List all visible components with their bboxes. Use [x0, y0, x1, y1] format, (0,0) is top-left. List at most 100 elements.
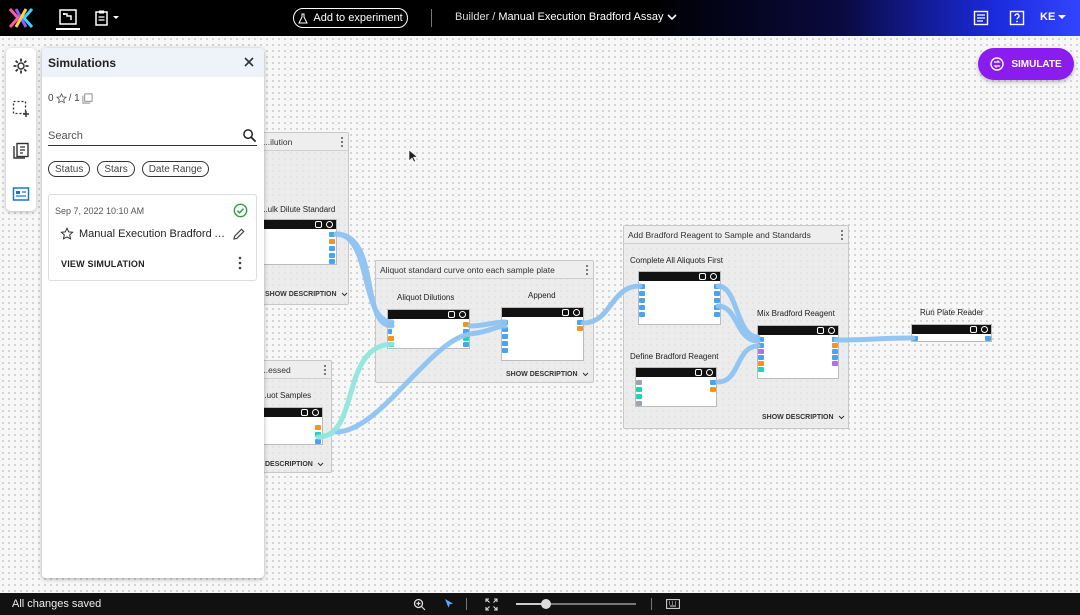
more-vert-icon[interactable] [340, 136, 344, 148]
info-icon[interactable] [312, 409, 319, 416]
breadcrumb-current[interactable]: Manual Execution Bradford Assay [498, 11, 664, 23]
builder-nav-icon[interactable] [56, 6, 80, 30]
output-port[interactable] [329, 239, 335, 244]
group-aliquot-standard-curve[interactable]: Aliquot standard curve onto each sample … [375, 260, 594, 383]
output-port[interactable] [315, 425, 321, 430]
info-icon[interactable] [981, 326, 988, 333]
input-port[interactable] [502, 348, 508, 353]
input-port[interactable] [758, 337, 764, 342]
simulation-card[interactable]: Sep 7, 2022 10:10 AM Manual Execution Br… [48, 194, 257, 281]
input-port[interactable] [758, 361, 764, 366]
output-port[interactable] [710, 387, 716, 392]
info-icon[interactable] [573, 309, 580, 316]
input-port[interactable] [758, 355, 764, 360]
input-port[interactable] [502, 327, 508, 332]
input-port[interactable] [639, 305, 645, 310]
output-port[interactable] [714, 291, 720, 296]
output-port[interactable] [329, 253, 335, 258]
input-port[interactable] [639, 291, 645, 296]
notes-icon[interactable] [972, 9, 990, 27]
output-port[interactable] [714, 298, 720, 303]
node-mix-bradford-reagent[interactable] [757, 325, 839, 379]
zoom-in-icon[interactable] [412, 597, 426, 611]
app-logo-icon[interactable] [8, 6, 34, 30]
info-icon[interactable] [459, 311, 466, 318]
input-port[interactable] [388, 329, 392, 334]
star-icon[interactable] [60, 227, 74, 241]
node-aliquot-dilutions[interactable] [387, 309, 470, 349]
group-add-bradford-reagent[interactable]: Add Bradford Reagent to Sample and Stand… [623, 225, 849, 429]
info-icon[interactable] [326, 221, 333, 228]
chevron-down-icon[interactable] [666, 12, 678, 22]
output-port[interactable] [315, 432, 321, 437]
info-icon[interactable] [710, 273, 717, 280]
more-vert-icon[interactable] [585, 264, 589, 276]
input-port[interactable] [388, 336, 394, 341]
output-port[interactable] [714, 284, 720, 289]
input-port[interactable] [636, 387, 642, 392]
node-run-plate-reader[interactable] [911, 324, 992, 342]
close-icon[interactable] [242, 55, 256, 69]
edit-pencil-icon[interactable] [232, 227, 246, 241]
open-icon[interactable] [301, 409, 308, 416]
output-port[interactable] [577, 326, 583, 331]
open-icon[interactable] [699, 273, 706, 280]
simulate-button[interactable]: SIMULATE [978, 48, 1074, 80]
input-port[interactable] [636, 380, 642, 385]
input-port[interactable] [502, 341, 508, 346]
user-menu[interactable]: KE [1040, 11, 1067, 23]
search-icon[interactable] [242, 128, 257, 143]
input-port[interactable] [502, 334, 508, 339]
output-port[interactable] [577, 320, 583, 325]
input-port[interactable] [502, 320, 508, 325]
input-port[interactable] [636, 401, 642, 406]
more-vert-icon[interactable] [323, 364, 327, 376]
open-icon[interactable] [448, 311, 455, 318]
node-append[interactable] [501, 307, 584, 361]
node-aliquot-samples[interactable] [257, 407, 323, 445]
output-port[interactable] [315, 439, 321, 444]
output-port[interactable] [463, 329, 469, 334]
help-icon[interactable] [1008, 9, 1026, 27]
info-icon[interactable] [706, 369, 713, 376]
output-port[interactable] [985, 336, 991, 341]
input-port[interactable] [636, 394, 642, 399]
output-port[interactable] [832, 361, 838, 366]
input-port[interactable] [758, 367, 764, 372]
node-bulk-dilute-standard[interactable] [257, 219, 337, 265]
filter-chip-status[interactable]: Status [48, 161, 91, 177]
output-port[interactable] [463, 322, 469, 327]
view-simulation-button[interactable]: VIEW SIMULATION [61, 259, 145, 269]
pointer-tool-icon[interactable] [442, 597, 456, 611]
input-port[interactable] [639, 298, 645, 303]
input-port[interactable] [758, 343, 764, 348]
show-description-toggle[interactable]: DESCRIPTION [265, 461, 324, 468]
output-port[interactable] [329, 232, 335, 237]
input-port[interactable] [912, 336, 918, 341]
input-port[interactable] [758, 349, 764, 354]
simulations-panel-icon[interactable] [11, 184, 31, 204]
breadcrumb-root[interactable]: Builder / [455, 11, 496, 23]
info-icon[interactable] [828, 327, 835, 334]
zoom-slider-thumb[interactable] [541, 599, 551, 609]
add-selection-icon[interactable] [11, 99, 31, 119]
search-input[interactable] [48, 128, 233, 144]
open-icon[interactable] [695, 369, 702, 376]
open-icon[interactable] [970, 326, 977, 333]
open-icon[interactable] [315, 221, 322, 228]
output-port[interactable] [463, 336, 469, 341]
more-vert-icon[interactable] [840, 229, 844, 241]
keyboard-icon[interactable] [666, 597, 680, 611]
filter-chip-date-range[interactable]: Date Range [141, 161, 210, 177]
add-to-experiment-button[interactable]: Add to experiment [293, 8, 408, 28]
zoom-slider[interactable] [516, 599, 636, 609]
show-description-toggle[interactable]: SHOW DESCRIPTION [506, 371, 589, 378]
input-port[interactable] [639, 284, 645, 289]
output-port[interactable] [832, 349, 838, 354]
output-port[interactable] [832, 337, 838, 342]
node-complete-all-aliquots[interactable] [638, 271, 721, 325]
output-port[interactable] [329, 246, 335, 251]
show-description-toggle[interactable]: SHOW DESCRIPTION [265, 291, 348, 298]
open-icon[interactable] [562, 309, 569, 316]
filter-chip-stars[interactable]: Stars [97, 161, 135, 177]
